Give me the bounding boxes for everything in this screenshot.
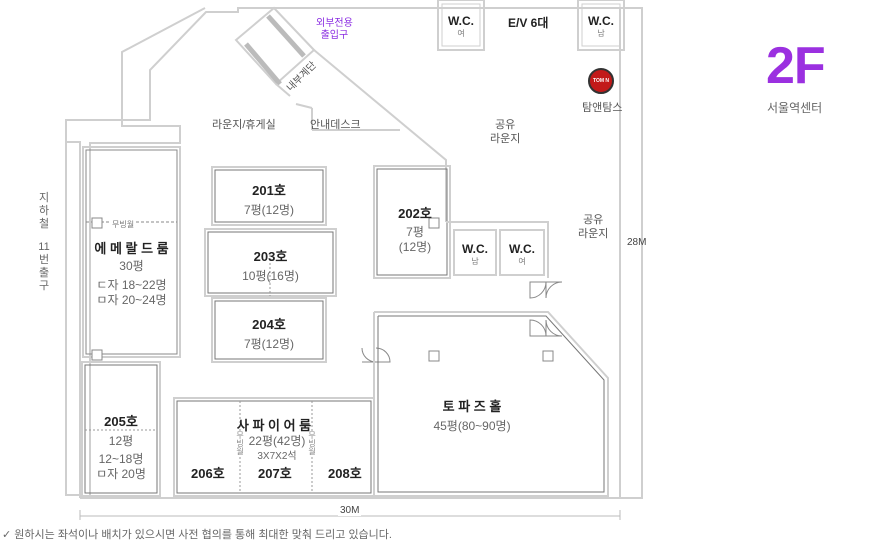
room-206: 206호 [191,466,225,481]
room-202: 202호 7평 (12명) [398,206,432,254]
restroom-top-left: W.C. 여 [448,14,474,38]
subway-exit-label: 지 하 철 11 번 출 구 [38,192,50,292]
room-204: 204호 7평(12명) [243,317,295,351]
room-205-walls [81,349,161,497]
restroom-mid-left: W.C. 남 [462,242,488,266]
lounge-rest-label: 라운지/휴게실 [212,119,276,131]
brand-name: 탐앤탐스 [582,102,623,114]
room-208: 208호 [328,466,362,481]
room-207: 207호 [258,466,292,481]
room-202-walls [373,165,549,279]
restroom-mid-right: W.C. 여 [509,242,535,266]
outer-walls [65,7,643,499]
floor-number: 2F [766,37,826,95]
elevator-label: E/V 6대 [508,16,549,30]
sapphire-partition-right: 무 빙 월 [308,431,316,456]
rooms-201-204 [204,166,337,363]
dimension-lines [79,510,621,520]
sapphire-room-name: 사 파 이 어 룸 [236,418,312,433]
emerald-partition-label: 무빙월 [110,219,137,230]
dimension-height: 28M [627,237,647,248]
footnote: ✓ 원하시는 좌석이나 배치가 있으시면 사전 협의를 통해 최대한 맞춰 드리… [2,529,392,541]
building-name: 서울역센터 [767,101,823,115]
sapphire-room-walls [173,397,375,497]
restroom-top-right: W.C. 남 [588,14,614,38]
room-203: 203호 10평(16명) [242,249,299,283]
sapphire-room-info: 22평(42명) 3X7X2석 [248,434,306,462]
shared-lounge-label: 공유 라운지 [490,119,521,145]
outside-entrance-label: 외부전용 출입구 [316,18,353,41]
info-desk-label: 안내데스크 [310,119,361,131]
check-icon: ✓ [2,529,12,541]
top-core [437,0,625,51]
emerald-room-name: 에 메 랄 드 룸 [94,241,169,256]
room-201: 201호 7평(12명) [243,183,295,217]
door-swings [361,281,563,363]
emerald-room-info: 30평 ㄷ자 18~22명 ㅁ자 20~24명 [96,259,167,307]
emerald-room-walls [82,146,181,358]
tom-n-toms-logo: TOM N TOMS [588,68,614,106]
shared-lounge-label-2: 공유 라운지 [578,214,609,240]
dimension-width: 30M [338,505,362,516]
topaz-hall: 토 파 즈 홀 45평(80~90명) [433,399,511,433]
room-205: 205호 12평 12~18명 ㅁ자 20명 [96,414,146,481]
stairs-corridor [275,49,447,222]
sapphire-partition-left: 무 빙 월 [236,431,244,456]
